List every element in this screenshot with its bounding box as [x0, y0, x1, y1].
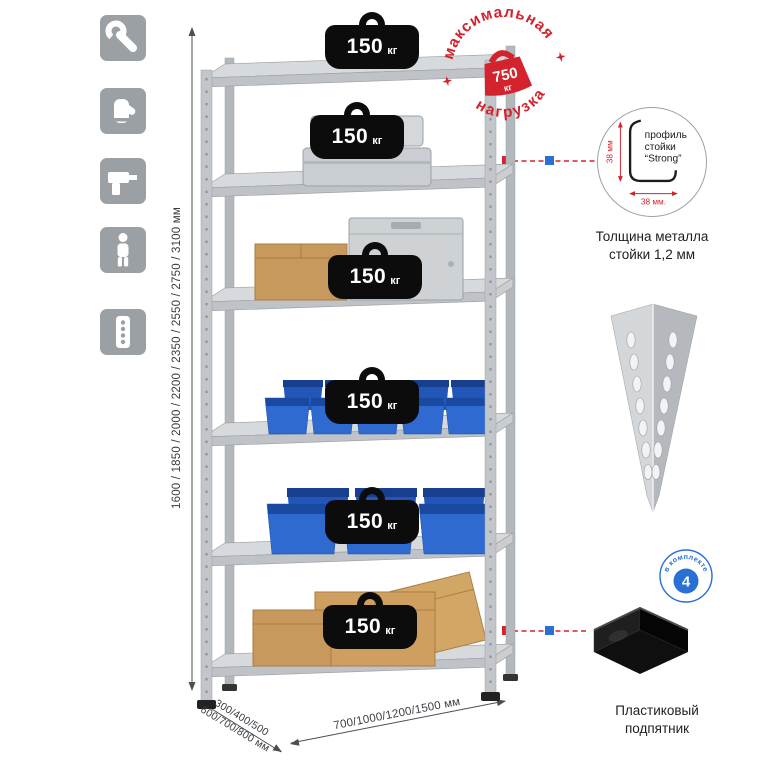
included-count-badge: в комплекте 4 [658, 548, 714, 609]
badge-value: 150 [344, 615, 382, 638]
included-count-badge-art: в комплекте 4 [659, 549, 713, 603]
depth-dimension-line [198, 700, 282, 753]
foot-caption: Пластиковый подпятник [582, 702, 732, 738]
shelf-load-badge-1: 150 кг [325, 25, 419, 69]
width-dimension-line [290, 700, 506, 744]
badge-unit: кг [387, 519, 398, 532]
profile-caption-line2: стойки 1,2 мм [608, 247, 696, 263]
profile-label-1: профиль [645, 129, 687, 141]
stamp-value: 750 [491, 64, 519, 86]
drill-icon-art [108, 172, 137, 195]
wrench-icon-art [105, 20, 137, 52]
person-icon [100, 227, 146, 273]
stamp-weight-icon [484, 50, 533, 96]
profile-label-3: “Strong” [645, 154, 682, 165]
blue-marker-bottom [545, 626, 554, 635]
post-profile-drawing: 38 мм 38 мм. профиль стойки “Strong” [606, 119, 687, 206]
star-icon [442, 52, 566, 86]
shelf-load-badge-6: 150 кг [323, 605, 417, 649]
badge-value: 150 [346, 510, 384, 533]
front-right-foot [481, 692, 500, 701]
badge-count: 4 [682, 574, 691, 591]
shelf-load-badge-5: 150 кг [325, 500, 419, 544]
post-slots [626, 331, 678, 480]
stamp-unit: кг [503, 82, 513, 94]
badge-unit: кг [390, 274, 401, 287]
shelf-load-badge-4: 150 кг [325, 380, 419, 424]
back-right-foot [503, 674, 518, 681]
post-profile-callout: 38 мм 38 мм. профиль стойки “Strong” [597, 107, 707, 217]
profile-caption-line1: Толщина металла [595, 229, 709, 244]
profile-outline [628, 119, 677, 183]
front-posts [197, 59, 500, 709]
angle-post-image [610, 303, 698, 513]
profile-dimension-lines [619, 122, 677, 195]
height-dimension-label: 1600 / 1850 / 2000 / 2200 / 2350 / 2550 … [171, 207, 183, 509]
perforated-post-icon [100, 309, 146, 355]
person-icon-art [117, 233, 129, 267]
foot-caption-line1: Пластиковый [615, 703, 699, 718]
drill-icon [100, 158, 146, 204]
profile-dimension-arrows [617, 121, 678, 197]
badge-value: 150 [349, 265, 387, 288]
badge-unit: кг [385, 624, 396, 637]
profile-dim-vertical: 38 мм [606, 140, 615, 163]
back-left-foot [222, 684, 237, 691]
profile-dim-horizontal: 38 мм. [641, 197, 666, 206]
perforated-post-icon-art [116, 316, 130, 348]
profile-caption: Толщина металла стойки 1,2 мм [576, 228, 728, 264]
badge-unit: кг [387, 399, 398, 412]
plastic-foot-image [593, 606, 689, 674]
badge-value: 150 [331, 125, 369, 148]
shelf-load-badge-2: 150 кг [310, 115, 404, 159]
badge-unit: кг [387, 44, 398, 57]
max-load-stamp: максимальная нагрузка 750 кг [426, 0, 583, 147]
shelf-load-badge-3: 150 кг [328, 255, 422, 299]
gloves-icon [100, 88, 146, 134]
wrench-icon [100, 15, 146, 61]
badge-value: 150 [346, 35, 384, 58]
gloves-icon-art [112, 99, 136, 123]
badge-unit: кг [372, 134, 383, 147]
profile-label-2: стойки [645, 142, 676, 153]
max-load-stamp-art: максимальная нагрузка 750 кг [432, 0, 566, 128]
back-posts [222, 45, 518, 691]
foot-caption-line2: подпятник [624, 721, 690, 737]
badge-value: 150 [346, 390, 384, 413]
blue-marker-top [545, 156, 554, 165]
front-left-foot [197, 700, 216, 709]
